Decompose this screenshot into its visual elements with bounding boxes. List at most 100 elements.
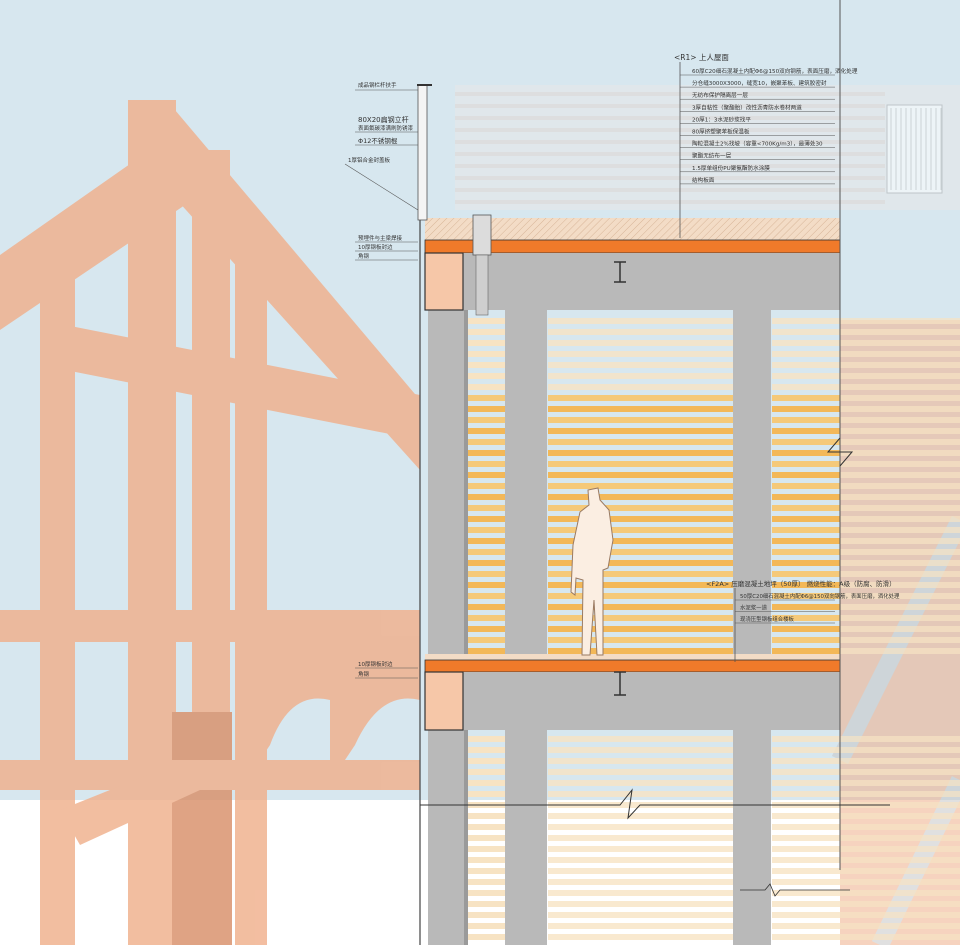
louver-slat [772,406,840,412]
timber-brace-low [60,760,200,845]
louver-slat [548,538,733,544]
louver-slat [465,813,505,819]
louver-slat [548,395,733,401]
louver-slat [840,428,960,434]
louver-slat [465,450,505,456]
louver-slat [548,351,733,357]
louver-slat [840,912,960,918]
louver-slat [465,373,505,379]
louver-slat [465,406,505,412]
roof-band-slat [455,188,885,192]
louver-slat [772,890,840,896]
louver-slat [465,736,505,742]
louver-slat [548,758,733,764]
louver-slat [548,417,733,423]
break-line-lower [420,788,890,820]
timber-post-3 [40,255,75,945]
label-flashing: 1厚铝合金封盖板 [348,156,390,164]
louver-slat [840,835,960,841]
floor-steel-beam [463,672,840,730]
louver-slat [840,395,960,401]
louver-slat [772,362,840,368]
roof-callout-line: 分仓缝3000X3000，缝宽10，嵌聚苯板、建筑胶密封 [692,79,827,87]
floor-slab-orange [424,659,841,673]
roof-drain [472,214,492,256]
louver-slat [548,582,733,588]
louver-field [455,92,960,940]
louver-slat [548,428,733,434]
louver-slat [465,747,505,753]
louver-slat [548,318,733,324]
label-plate-2: 10厚钢板封边 [358,660,393,668]
louver-slat [840,406,960,412]
louver-slat [465,857,505,863]
louver-slat [840,769,960,775]
louver-slat [840,923,960,929]
roof-callout-tag: <R1> 上人屋面 [674,53,729,62]
roof-band-slat [455,152,885,156]
louver-slat [840,934,960,940]
roof-band-slat [455,92,885,96]
louver-slat [840,417,960,423]
louver-slat [548,340,733,346]
roof-callout-line: 1.5厚单组份PU聚氨酯防水涂膜 [692,164,770,172]
louver-slat [465,428,505,434]
louver-slat [548,362,733,368]
louver-slat [465,593,505,599]
louver-slat [548,637,733,643]
roof-callout-line: 60厚C20细石混凝土内配Φ6@150双向钢筋，表面压磨，洒化处理 [692,67,858,75]
louver-slat [548,934,733,940]
louver-slat [840,604,960,610]
louver-slat [840,571,960,577]
floor-edge-beam [424,671,464,731]
roof-band-slat [455,104,885,108]
louver-slat [465,318,505,324]
timber-frame [0,100,420,945]
louver-slat [772,373,840,379]
louver-slat [465,912,505,918]
louver-slat [548,384,733,390]
louver-slat [465,626,505,632]
louver-slat [465,549,505,555]
louver-slat [465,329,505,335]
louver-slat [465,791,505,797]
louver-slat [465,384,505,390]
timber-block [172,712,232,945]
louver-slat [772,472,840,478]
louver-slat [772,571,840,577]
louver-slat [465,417,505,423]
louver-slat [772,483,840,489]
louver-slat [548,593,733,599]
louver-slat [465,362,505,368]
louver-slat [772,637,840,643]
louver-slat [772,538,840,544]
louver-slat [465,780,505,786]
louver-slat [840,494,960,500]
roof-callout-line: 聚酯无纺布一层 [692,152,732,160]
roof-band-slat [455,128,885,132]
louver-slat [772,769,840,775]
louver-slat [772,857,840,863]
column-right [733,310,771,945]
roof-callout-line: 无纺布保护隔离层一层 [692,91,748,99]
louver-slat [548,615,733,621]
louver-slat [548,824,733,830]
left-labels: 成品钢栏杆扶手 80X20扁钢立杆 表面氟碳漆满刷防锈漆 Φ12不锈钢棍 1厚铝… [344,81,419,679]
louver-slat [548,769,733,775]
louver-slat [548,571,733,577]
louver-slat [772,780,840,786]
louver-slat [840,318,960,324]
roof-grille [886,104,943,194]
louver-slat [772,516,840,522]
louver-slat [465,494,505,500]
louver-slat [465,824,505,830]
label-rod: Φ12不锈钢棍 [358,136,398,145]
label-anchor: 预埋件与主梁焊接 [358,234,403,242]
louver-slat [465,395,505,401]
louver-slat [772,461,840,467]
louver-slat [772,318,840,324]
column-edge [464,310,468,945]
louver-slat [465,527,505,533]
louver-slat [840,879,960,885]
louver-slat [548,923,733,929]
